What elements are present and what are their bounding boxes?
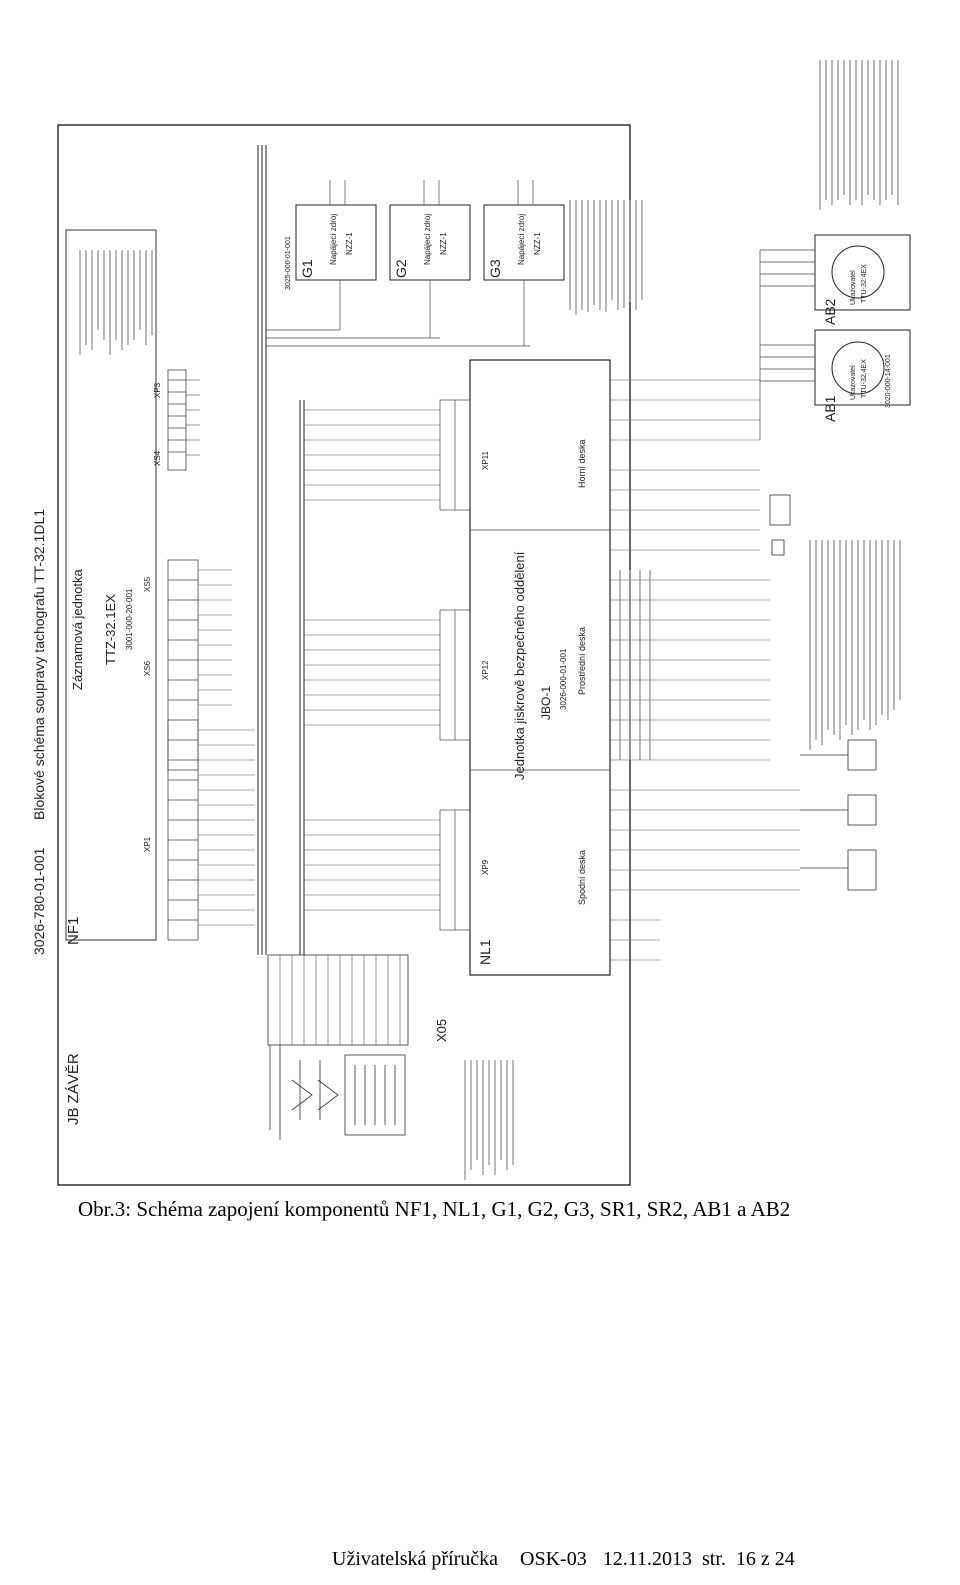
nf1-pin-columns	[167, 369, 199, 941]
nf1-block	[65, 229, 157, 941]
connector-xp1: XP1	[143, 836, 152, 852]
label-g1: G1	[299, 259, 315, 278]
schematic-frame	[57, 124, 631, 1186]
footer-manual: Uživatelská příručka	[332, 1548, 499, 1570]
nl1-block	[469, 359, 611, 976]
x05-block	[267, 954, 409, 1046]
nf1-code: 3001-000-20-001	[125, 588, 134, 650]
label-g2: G2	[393, 259, 409, 278]
footer-product: OSK-03	[520, 1548, 587, 1570]
g2-psu-name: Napájecí zdroj	[423, 214, 432, 265]
display-code: 3020-000-14-001	[885, 354, 892, 408]
nf1-name: Záznamová jednotka	[70, 569, 85, 690]
document-id: 3026-780-01-001	[31, 847, 47, 955]
label-ab1: AB1	[822, 395, 838, 422]
ab1-display-type: TTU-32.4EX	[861, 359, 868, 398]
power-supply-g2: G2 Napájecí zdroj NZZ-1	[389, 204, 471, 281]
block-label-nf1: NF1	[65, 917, 82, 945]
figure-caption: Obr.3: Schéma zapojení komponentů NF1, N…	[78, 1197, 791, 1221]
g1-psu-type: NZZ-1	[345, 232, 354, 255]
nf1-type: TTZ-32.1EX	[103, 594, 118, 665]
g1-psu-name: Napájecí zdroj	[329, 214, 338, 265]
connector-xp9: XP9	[481, 859, 490, 875]
ab1-display-name: Ukazovatel	[850, 365, 857, 400]
block-label-nl1: NL1	[477, 939, 493, 965]
label-ab2: AB2	[822, 298, 838, 325]
bus-lines	[257, 145, 305, 955]
connector-xs4: XS4	[153, 450, 162, 466]
sensor-blocks	[769, 494, 877, 891]
display-ab1: Ukazovatel TTU-32.4EX	[814, 329, 911, 406]
nl1-output-lines	[610, 379, 800, 961]
annotation-text-lines	[79, 60, 901, 1180]
ab2-display-type: TTU-32.4EX	[861, 264, 868, 303]
x05-lines	[279, 955, 401, 1045]
wiring-schematic: 3026-780-01-001 Blokové schéma soupravy …	[31, 60, 911, 1186]
board-top: Horní deska	[577, 439, 587, 488]
nl1-pin-strips	[439, 399, 471, 931]
psu-wires	[266, 180, 534, 347]
footer-page-prefix: str.	[701, 1548, 726, 1570]
nf1-signal-lines	[186, 379, 255, 926]
label-g3: G3	[487, 259, 503, 278]
block-label-jb-zaver: JB ZÁVĚR	[65, 1053, 82, 1125]
footer-date: 12.11.2013	[602, 1548, 692, 1570]
jb-zaver-terminals	[269, 1045, 406, 1140]
nl1-name: Jednotka jiskrově bezpečného oddělení	[512, 551, 527, 780]
power-supply-g1: G1 Napájecí zdroj NZZ-1	[295, 204, 377, 281]
page-footer: Uživatelská příručka OSK-03 12.11.2013 str.…	[332, 1548, 795, 1571]
display-ab2: Ukazovatel TTU-32.4EX	[814, 234, 911, 311]
board-middle: Prostřední deska	[577, 627, 587, 695]
connector-xp3: XP3	[153, 382, 162, 398]
power-supply-g3: G3 Napájecí zdroj NZZ-1	[483, 204, 565, 281]
g3-psu-type: NZZ-1	[533, 232, 542, 255]
bus-to-nl1-lines	[304, 409, 440, 911]
psu-code: 3025-000-01-001	[285, 236, 292, 290]
connector-xs6: XS6	[143, 660, 152, 676]
ab2-display-name: Ukazovatel	[850, 270, 857, 305]
nl1-code: 3026-000-01-001	[559, 648, 568, 710]
connector-xp11: XP11	[481, 450, 490, 470]
board-bottom: Spodní deska	[577, 850, 587, 905]
g3-psu-name: Napájecí zdroj	[517, 214, 526, 265]
nl1-type: JBO-1	[539, 686, 553, 720]
schematic-title: Blokové schéma soupravy tachografu TT-32…	[31, 509, 47, 820]
g2-psu-type: NZZ-1	[439, 232, 448, 255]
connector-xs5: XS5	[143, 576, 152, 592]
connector-x05: X05	[434, 1019, 449, 1042]
connector-xp12: XP12	[481, 660, 490, 680]
footer-page: 16 z 24	[735, 1548, 795, 1570]
display-wires	[759, 249, 815, 440]
